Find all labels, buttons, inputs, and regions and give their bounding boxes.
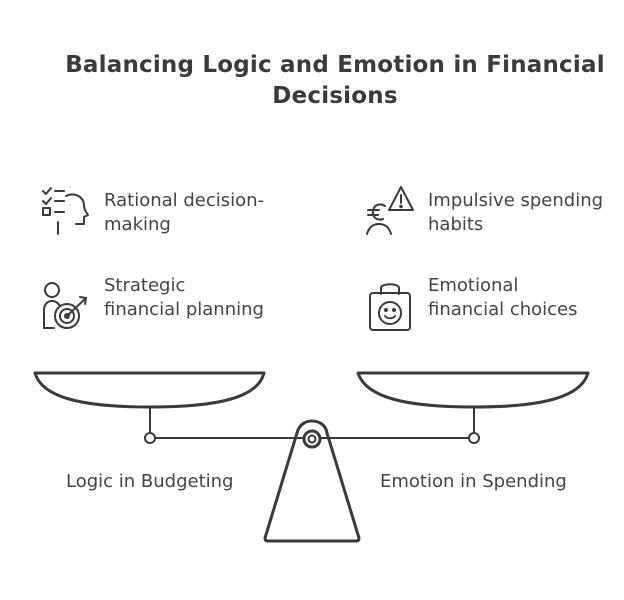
right-scale-pan — [356, 371, 590, 409]
emotion-in-spending-label: Emotion in Spending — [380, 471, 567, 492]
logic-in-budgeting-label: Logic in Budgeting — [66, 471, 234, 492]
impulsive-spending-habits-label: Impulsive spending habits — [428, 190, 604, 235]
smiley-shopping-bag-icon — [366, 280, 414, 334]
person-target-icon — [40, 280, 92, 334]
scale-fulcrum — [263, 419, 361, 543]
strategic-financial-planning-label: Strategic financial planning — [104, 275, 264, 320]
emotional-financial-choices-label: Emotional financial choices — [428, 275, 578, 320]
rational-decision-making-label: Rational decision-making — [104, 190, 265, 235]
checklist-head-icon — [40, 184, 92, 236]
diagram-title: Balancing Logic and Emotion in Financial… — [65, 52, 605, 109]
left-scale-pan — [33, 371, 266, 409]
euro-warning-icon — [363, 184, 415, 238]
